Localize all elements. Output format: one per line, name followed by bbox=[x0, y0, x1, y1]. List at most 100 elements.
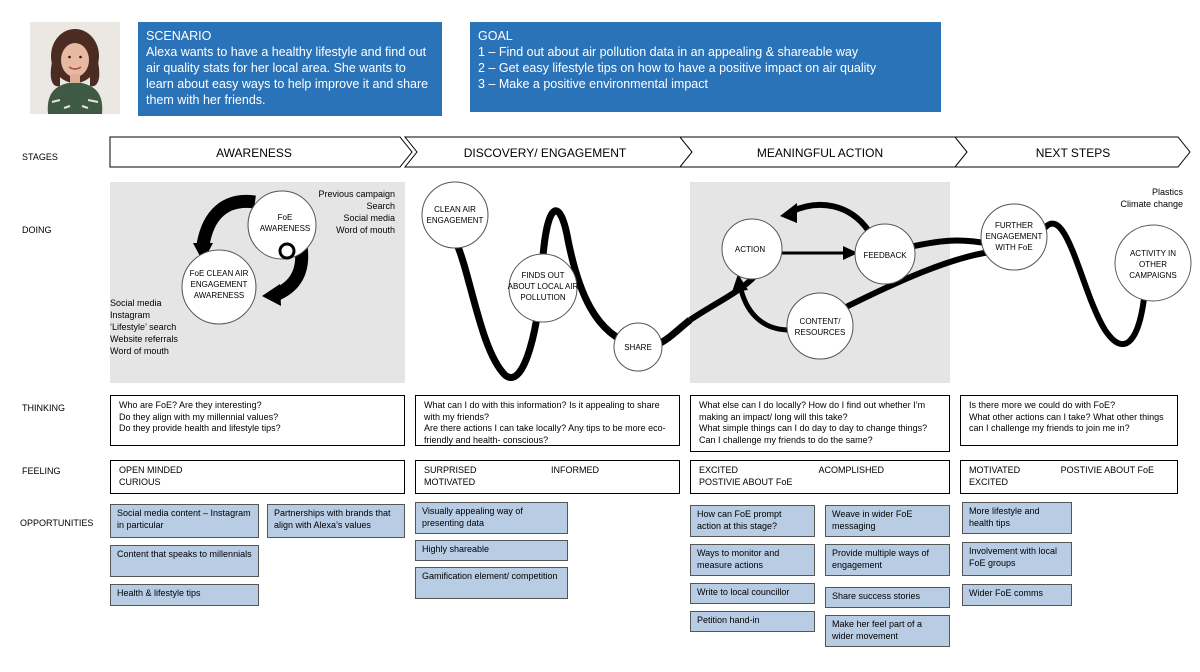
node-label: ENGAGEMENT bbox=[986, 232, 1043, 241]
thinking-next: Is there more we could do with FoE? What… bbox=[960, 395, 1178, 446]
feeling-item: POSTIVIE ABOUT FoE bbox=[1060, 465, 1154, 475]
journey-diagram: AWARENESS DISCOVERY/ ENGAGEMENT MEANINGF… bbox=[109, 136, 1192, 381]
opportunity-card: Ways to monitor and measure actions bbox=[690, 544, 815, 576]
node-label: ENGAGEMENT bbox=[427, 216, 484, 225]
persona-photo bbox=[30, 22, 120, 114]
topic-item: Plastics bbox=[1151, 187, 1183, 197]
stage-label-discovery: DISCOVERY/ ENGAGEMENT bbox=[464, 146, 627, 160]
node-label: OTHER bbox=[1139, 260, 1167, 269]
opportunity-card: Gamification element/ competition bbox=[415, 567, 568, 599]
opportunity-card: Petition hand-in bbox=[690, 611, 815, 632]
feeling-item: EXCITED bbox=[969, 476, 1009, 487]
channel-item: Word of mouth bbox=[110, 346, 169, 356]
content-resources-node bbox=[786, 292, 854, 360]
share-node bbox=[613, 322, 663, 372]
node-label: ACTIVITY IN bbox=[1130, 249, 1176, 258]
further-engagement-node bbox=[980, 203, 1048, 271]
action-loop: ACTION FEEDBACK CONTENT/ RESOURCES bbox=[688, 201, 991, 360]
node-label: FoE CLEAN AIR bbox=[190, 269, 249, 278]
opportunity-card: More lifestyle and health tips bbox=[962, 502, 1072, 534]
action-node bbox=[721, 218, 783, 280]
arrow-content-to-action bbox=[737, 284, 791, 333]
row-label-thinking: THINKING bbox=[22, 403, 66, 413]
scenario-box: SCENARIO Alexa wants to have a healthy l… bbox=[138, 22, 442, 116]
row-label-stages: STAGES bbox=[22, 152, 58, 162]
node-label: AWARENESS bbox=[194, 291, 245, 300]
opportunity-card: Make her feel part of a wider movement bbox=[825, 615, 950, 647]
feeling-item: SURPRISED bbox=[424, 465, 477, 475]
persona-portrait-image bbox=[30, 22, 120, 114]
feeling-item: MOTIVATED bbox=[969, 465, 1021, 475]
goal-item: 2 – Get easy lifestyle tips on how to ha… bbox=[478, 61, 877, 75]
row-label-feeling: FEELING bbox=[22, 466, 61, 476]
awareness-cycle: FoE AWARENESS FoE CLEAN AIR ENGAGEMENT A… bbox=[181, 190, 317, 325]
node-label: WITH FoE bbox=[995, 243, 1032, 252]
scenario-text: Alexa wants to have a healthy lifestyle … bbox=[146, 45, 429, 107]
channel-item: Social media bbox=[110, 298, 162, 308]
stage-label-awareness: AWARENESS bbox=[216, 146, 292, 160]
node-label: CLEAN AIR bbox=[434, 205, 476, 214]
ring-icon bbox=[278, 242, 296, 260]
arrow-head bbox=[843, 246, 858, 260]
thinking-discovery: What can I do with this information? Is … bbox=[415, 395, 680, 446]
channel-item: Website referrals bbox=[110, 334, 178, 344]
next-steps-wave: FURTHER ENGAGEMENT WITH FoE ACTIVITY IN … bbox=[980, 203, 1192, 347]
clean-air-awareness-node bbox=[181, 249, 257, 325]
channel-item: Instagram bbox=[110, 310, 151, 320]
flow-line bbox=[838, 249, 991, 313]
channel-item: Social media bbox=[343, 213, 395, 223]
feeling-item: EXCITED bbox=[699, 465, 739, 475]
node-label: ENGAGEMENT bbox=[191, 280, 248, 289]
feeling-item: POSTIVIE ABOUT FoE bbox=[699, 476, 793, 487]
opportunity-card: Partnerships with brands that align with… bbox=[267, 504, 405, 538]
thinking-awareness: Who are FoE? Are they interesting? Do th… bbox=[110, 395, 405, 446]
channel-item: Word of mouth bbox=[336, 225, 395, 235]
arrow-head bbox=[732, 274, 748, 292]
awareness-channels-top: Previous campaign Search Social media Wo… bbox=[300, 188, 395, 236]
opportunity-card: Share success stories bbox=[825, 587, 950, 608]
stage-label-next: NEXT STEPS bbox=[1036, 146, 1110, 160]
thinking-action: What else can I do locally? How do I fin… bbox=[690, 395, 950, 452]
opportunity-card: Wider FoE comms bbox=[962, 584, 1072, 606]
opportunity-card: Write to local councillor bbox=[690, 583, 815, 604]
feeling-item: OPEN MINDED bbox=[119, 465, 183, 475]
node-label: ABOUT LOCAL AIR bbox=[508, 282, 579, 291]
goal-item: 1 – Find out about air pollution data in… bbox=[478, 45, 859, 59]
node-label: CAMPAIGNS bbox=[1129, 271, 1176, 280]
discovery-wave: CLEAN AIR ENGAGEMENT FINDS OUT ABOUT LOC… bbox=[421, 181, 693, 381]
node-label: AWARENESS bbox=[260, 224, 311, 233]
arrow-head bbox=[780, 203, 797, 223]
feeling-item: CURIOUS bbox=[119, 476, 161, 487]
opportunity-card: Social media content – Instagram in part… bbox=[110, 504, 259, 538]
activity-campaigns-node bbox=[1114, 224, 1192, 302]
opportunity-card: Highly shareable bbox=[415, 540, 568, 561]
topic-item: Climate change bbox=[1120, 199, 1183, 209]
node-label: SHARE bbox=[624, 343, 652, 352]
feeling-item: ACOMPLISHED bbox=[818, 465, 884, 475]
feeling-awareness: OPEN MINDED CURIOUS bbox=[110, 460, 405, 494]
opportunity-card: Provide multiple ways of engagement bbox=[825, 544, 950, 576]
next-topics: Plastics Climate change bbox=[1090, 186, 1183, 210]
cycle-arrow-head bbox=[193, 243, 213, 262]
node-label: FoE bbox=[278, 213, 293, 222]
node-label: CONTENT/ bbox=[800, 317, 842, 326]
opportunity-card: Weave in wider FoE messaging bbox=[825, 505, 950, 537]
channel-item: Search bbox=[366, 201, 395, 211]
row-label-doing: DOING bbox=[22, 225, 52, 235]
cycle-arrow-top bbox=[196, 194, 256, 247]
node-label: RESOURCES bbox=[795, 328, 846, 337]
channel-item: ‘Lifestyle’ search bbox=[110, 322, 177, 332]
opportunity-card: Content that speaks to millennials bbox=[110, 545, 259, 577]
finds-out-node bbox=[508, 253, 578, 323]
node-label: ACTION bbox=[735, 245, 765, 254]
feeling-action: EXCITED ACOMPLISHED POSTIVIE ABOUT FoE bbox=[690, 460, 950, 494]
opportunity-card: How can FoE prompt action at this stage? bbox=[690, 505, 815, 537]
stage-chevron-awareness bbox=[109, 136, 413, 168]
arrow-feedback-to-action bbox=[788, 201, 871, 232]
feeling-item: INFORMED bbox=[551, 465, 599, 475]
goal-box: GOAL 1 – Find out about air pollution da… bbox=[470, 22, 941, 112]
row-label-opportunities: OPPORTUNITIES bbox=[20, 518, 94, 528]
scenario-heading: SCENARIO bbox=[146, 29, 212, 43]
feeling-item: MOTIVATED bbox=[424, 476, 476, 487]
channel-item: Previous campaign bbox=[318, 189, 395, 199]
